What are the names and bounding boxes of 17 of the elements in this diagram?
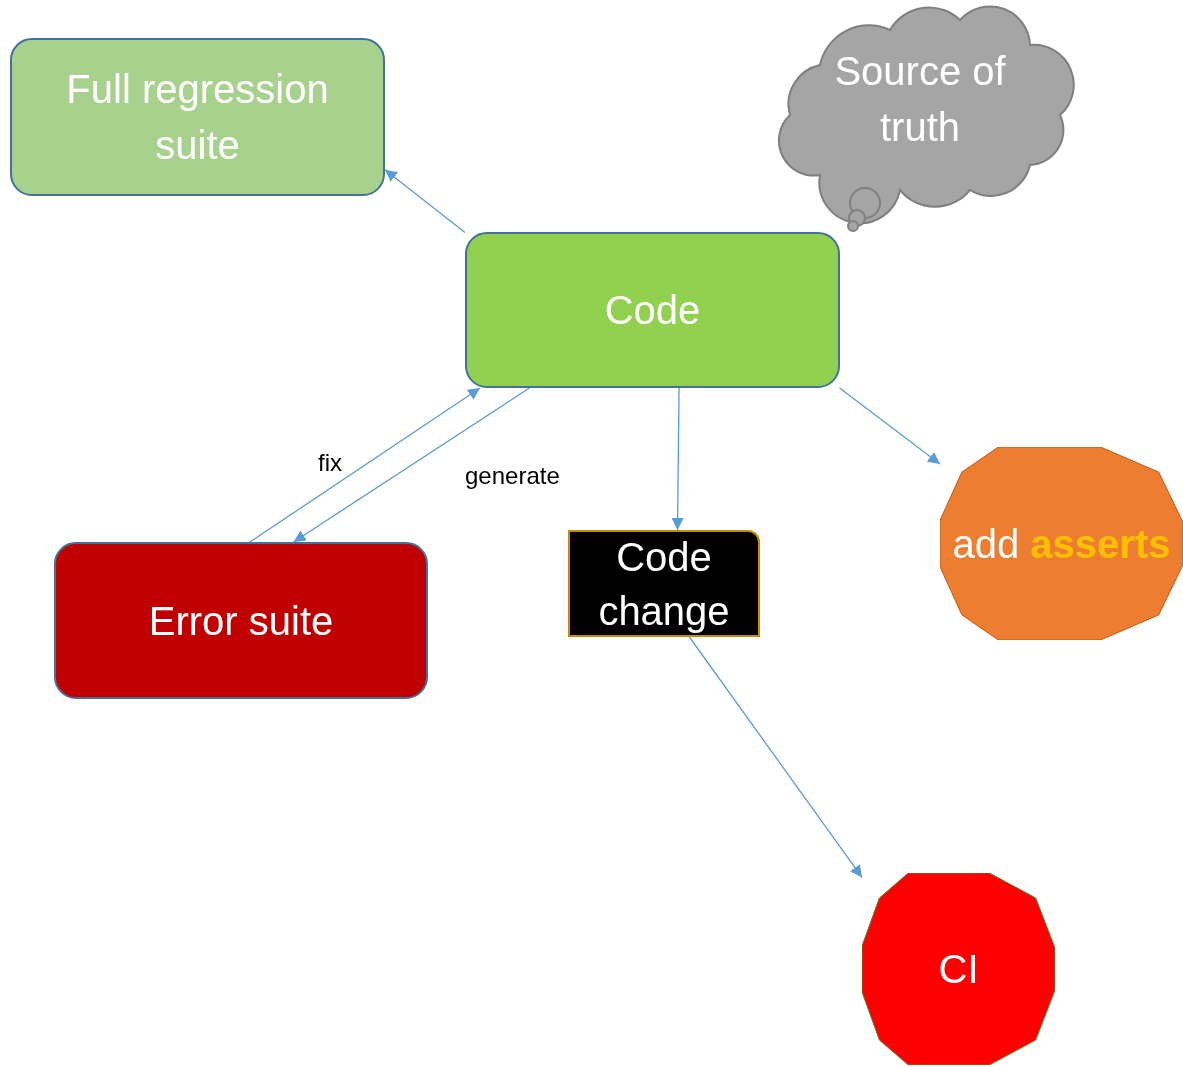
process-box [10, 38, 385, 196]
arrow [671, 387, 684, 531]
process-box [465, 232, 840, 388]
arrow [249, 387, 481, 543]
arrow [384, 169, 466, 234]
node-label: CI [938, 946, 979, 993]
node-label: Source of truth [833, 47, 1007, 151]
node-label: Code change [597, 533, 731, 635]
process-box [54, 542, 428, 699]
arrow [688, 636, 863, 879]
arrow [838, 387, 941, 465]
process-box [568, 530, 760, 637]
node-label: Full regression suite [65, 66, 330, 169]
arrow [292, 387, 531, 543]
node-label: Error suite [148, 597, 334, 645]
node-label: Code [604, 287, 701, 334]
node-label: add asserts [952, 520, 1171, 568]
